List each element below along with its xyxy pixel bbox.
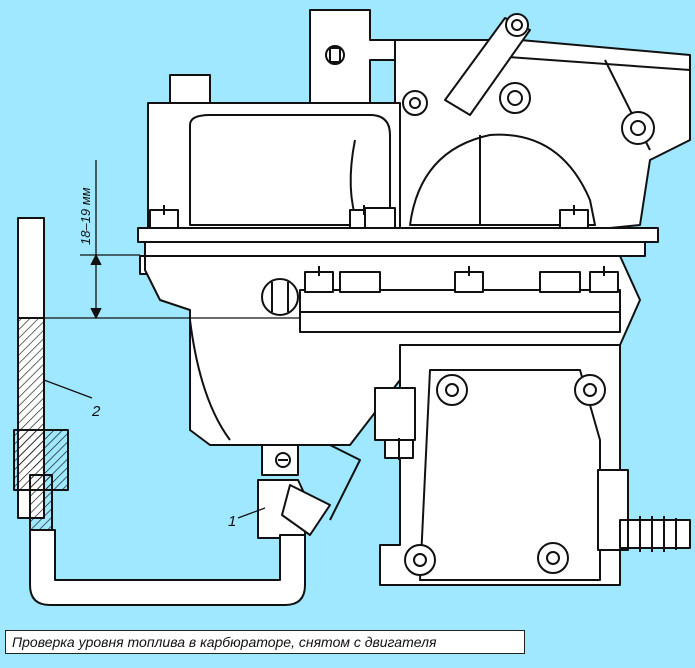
label-part-2: 2 xyxy=(91,403,101,420)
throttle-lever xyxy=(444,13,531,116)
level-gauge-tube xyxy=(13,217,306,606)
caption-text: Проверка уровня топлива в карбюраторе, с… xyxy=(12,634,437,650)
dimension-line xyxy=(44,160,300,319)
label-part-1: 1 xyxy=(228,513,236,530)
carburetor-diagram: 18–19 мм 2 1 xyxy=(13,9,691,606)
caption-box: Проверка уровня топлива в карбюраторе, с… xyxy=(5,630,525,654)
nozzle-lugs xyxy=(261,387,416,476)
leader-lines xyxy=(43,379,266,519)
lower-body xyxy=(379,344,621,586)
middle-flange xyxy=(299,266,621,333)
drain-fitting xyxy=(257,444,361,539)
cover-screws xyxy=(149,205,589,229)
side-valve-spring xyxy=(597,469,691,552)
top-bracket xyxy=(309,9,396,111)
label-dimension: 18–19 мм xyxy=(78,187,93,245)
float-chamber-cover xyxy=(189,114,596,226)
